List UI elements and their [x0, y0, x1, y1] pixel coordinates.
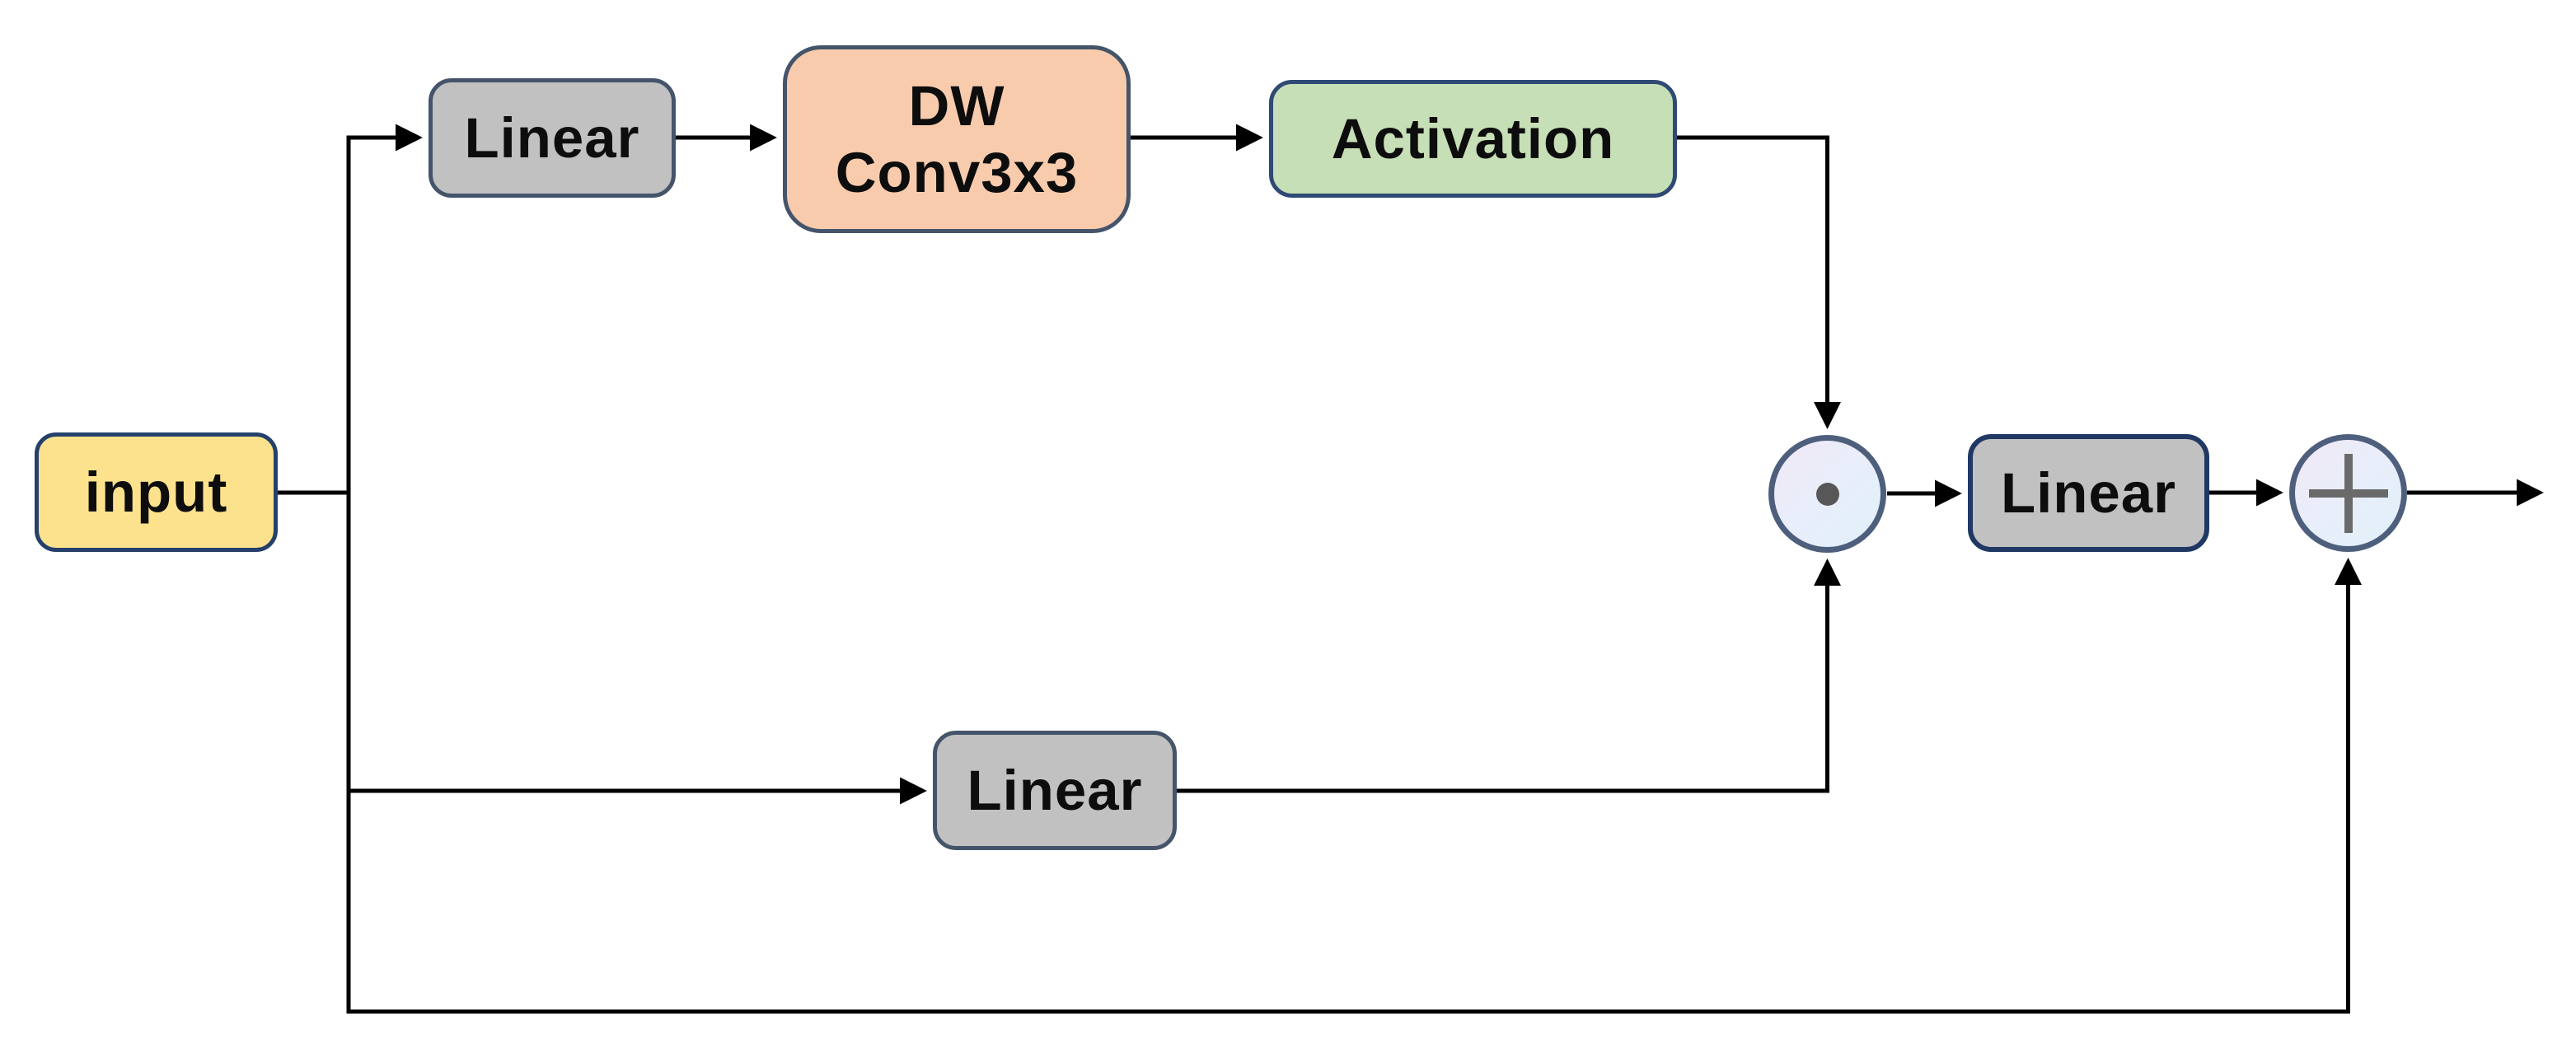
dw-conv-label-line2: Conv3x3: [835, 141, 1079, 204]
activation-label: Activation: [1331, 107, 1615, 171]
edge-activation-to-multiply: [1677, 135, 1841, 429]
plus-icon: [2308, 453, 2388, 533]
input-node: input: [35, 432, 278, 552]
edge-skip-connection: [349, 558, 2362, 1014]
linear-top-label: Linear: [464, 106, 640, 170]
plus-icon-vertical-bar: [2344, 453, 2353, 533]
elementwise-add-node: [2289, 434, 2407, 552]
dw-conv-label-line1: DW: [908, 73, 1005, 138]
linear-right-node: Linear: [1968, 434, 2209, 552]
linear-top-node: Linear: [429, 78, 676, 198]
dot-icon: [1815, 482, 1839, 506]
linear-mid-label: Linear: [967, 759, 1143, 822]
edge-linear-mid-to-multiply: [1177, 559, 1841, 793]
linear-mid-node: Linear: [933, 731, 1177, 850]
dw-conv3x3-node: DW Conv3x3: [783, 45, 1131, 233]
activation-node: Activation: [1269, 80, 1677, 198]
input-label: input: [84, 460, 228, 524]
elementwise-multiply-node: [1768, 435, 1886, 553]
linear-right-label: Linear: [2000, 461, 2177, 525]
